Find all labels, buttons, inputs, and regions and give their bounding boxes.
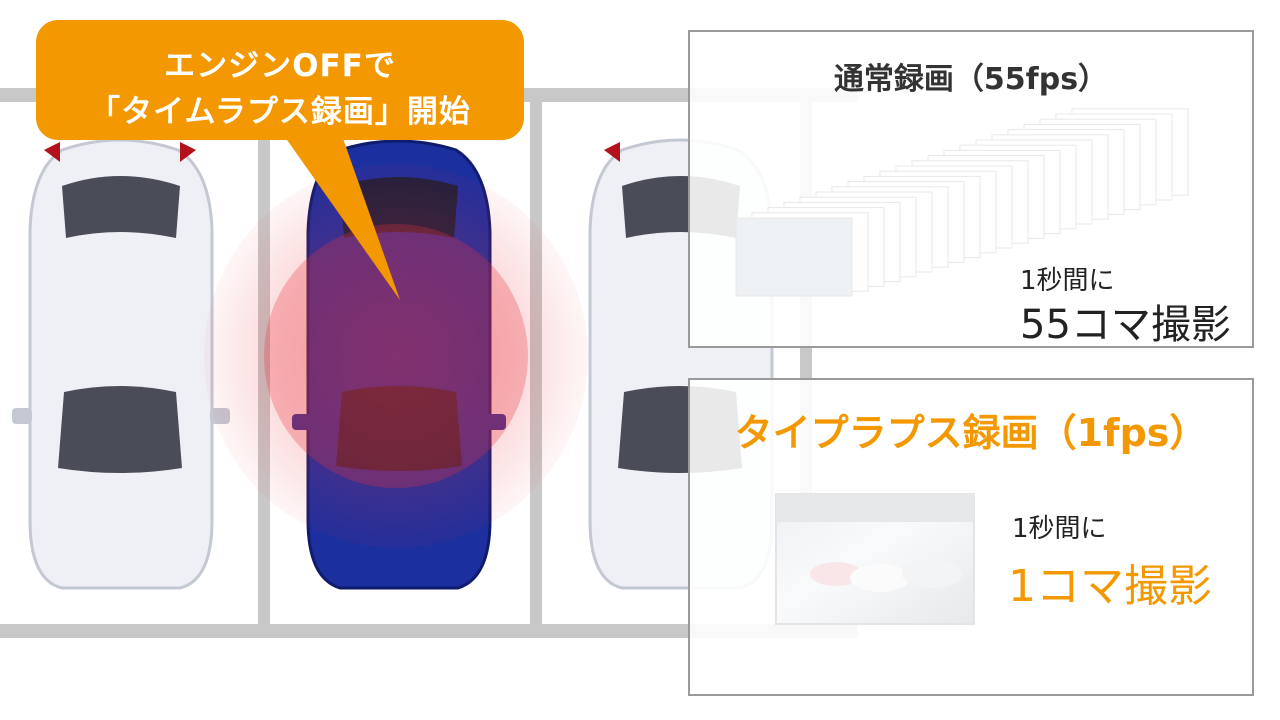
callout-line-2: 「タイムラプス録画」開始 [89,94,471,130]
timelapse-recording-panel: タイプラプス録画（1fps） 1秒間に 1コマ撮影 [688,378,1254,696]
sensor-radar [204,164,588,548]
normal-caption-frames: 55コマ撮影 [1020,302,1231,348]
normal-recording-title: 通常録画（55fps） [833,62,1109,97]
normal-recording-panel: 通常録画（55fps） 1秒間に 55コマ撮影 [688,30,1254,348]
normal-caption-per-second: 1秒間に [1020,266,1115,296]
engine-off-callout: エンジンOFFで 「タイムラプス録画」開始 [36,20,524,140]
callout-pointer [280,130,400,300]
timelapse-caption-per-second: 1秒間に [1012,514,1107,544]
timelapse-caption-frames: 1コマ撮影 [1008,561,1212,612]
white-car-left [12,138,230,590]
callout-line-1: エンジンOFFで [164,48,396,84]
timelapse-recording-title: タイプラプス録画（1fps） [734,411,1208,455]
